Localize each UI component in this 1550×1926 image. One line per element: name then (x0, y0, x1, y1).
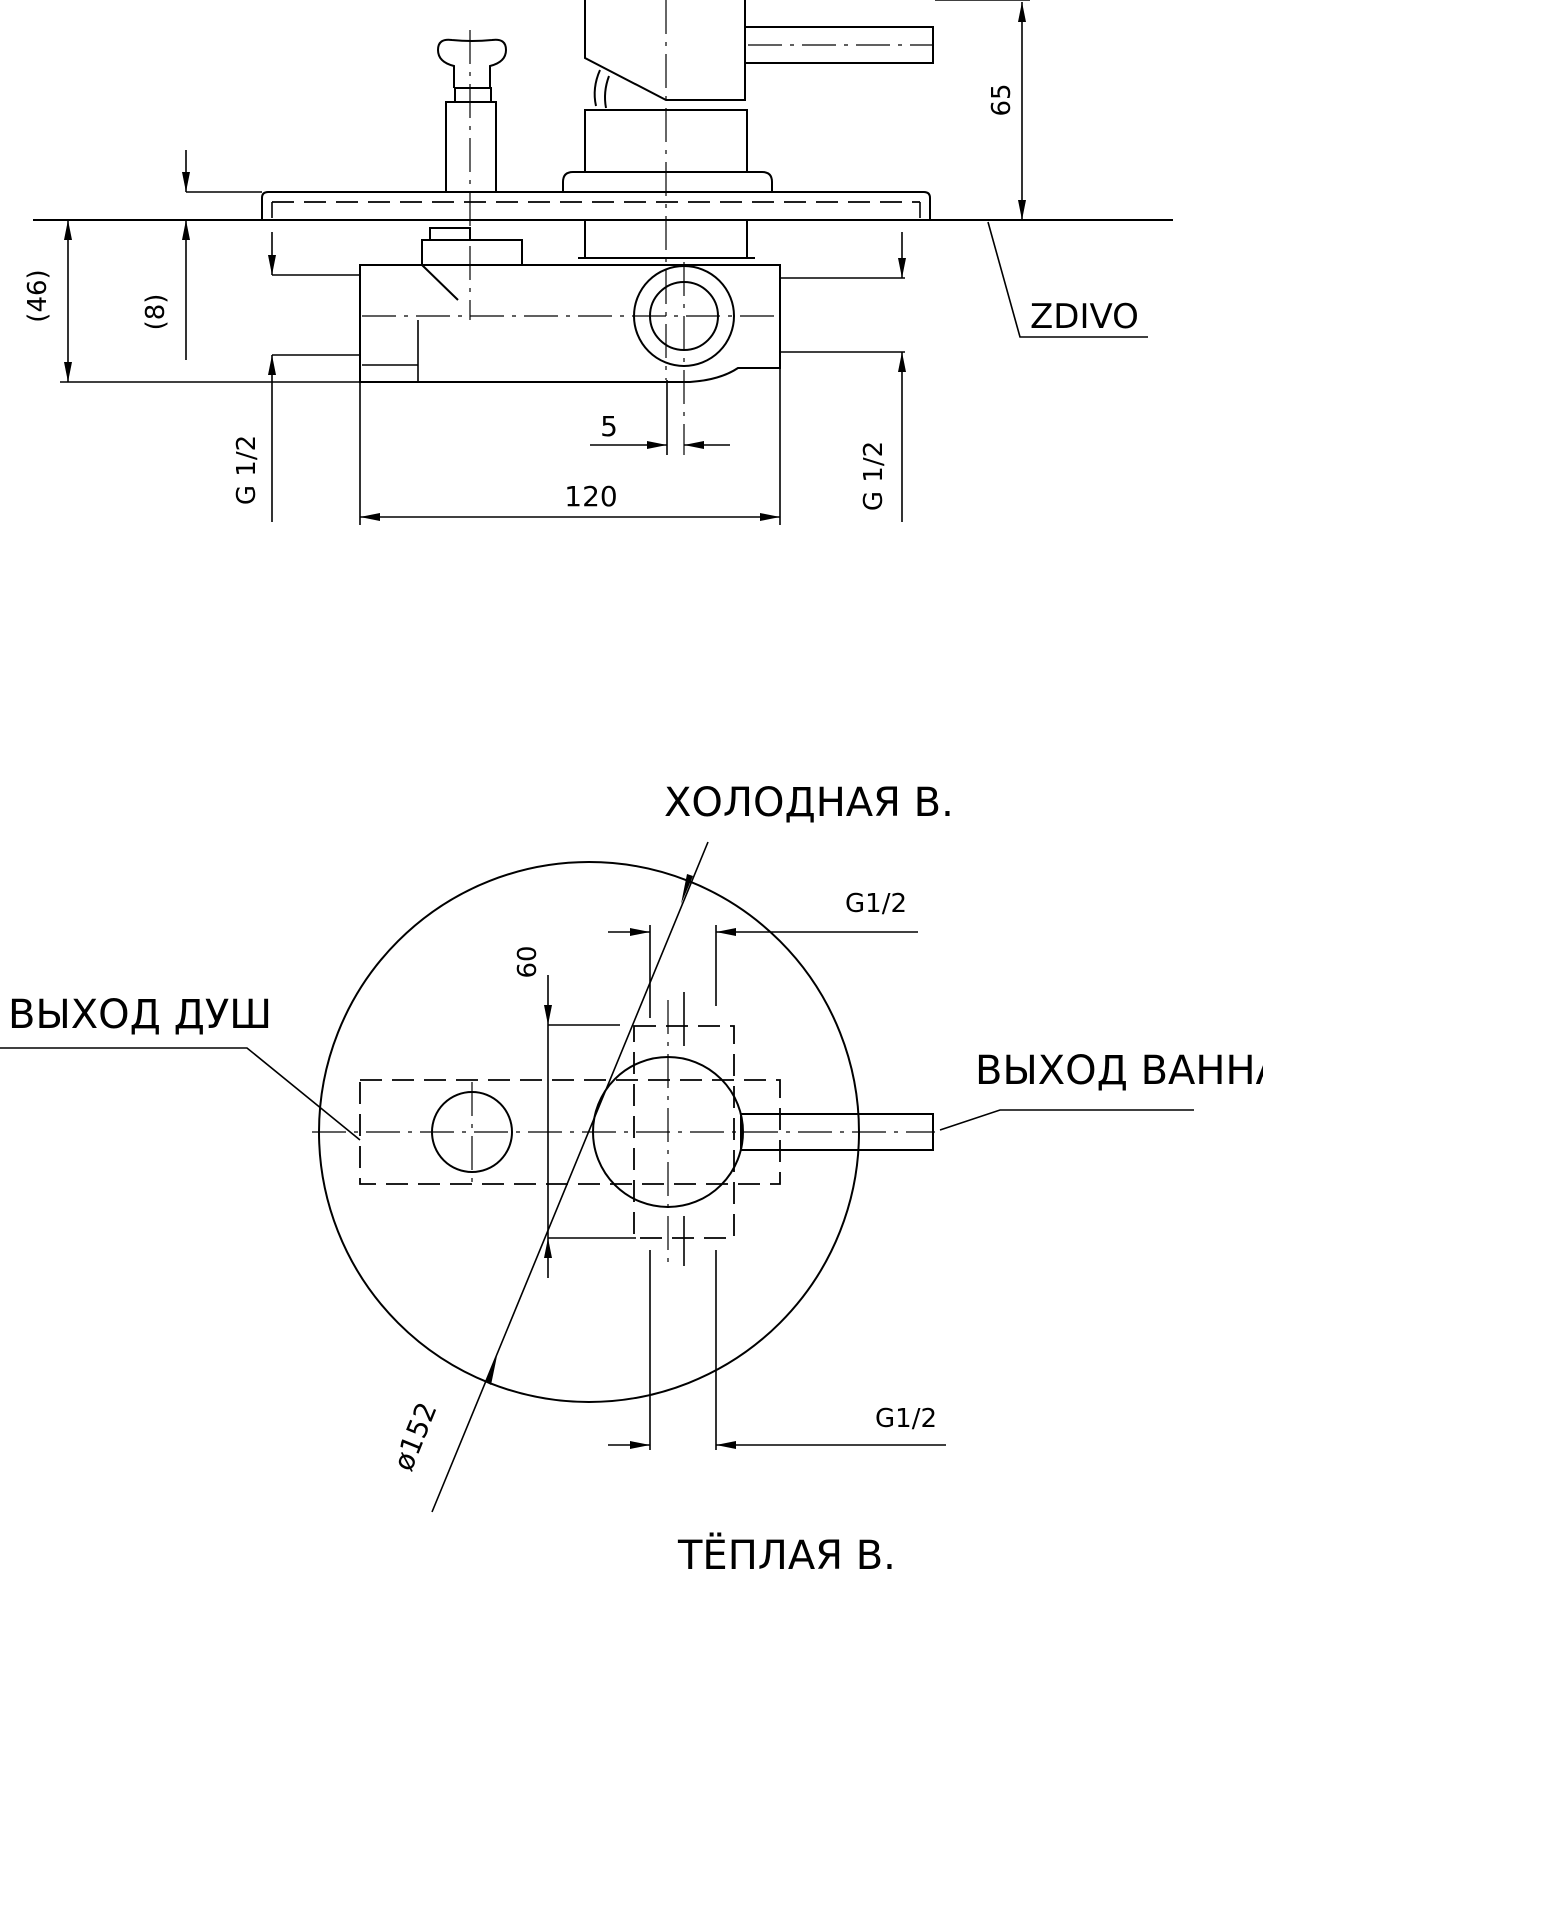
thread-left-label: G 1/2 (232, 435, 262, 505)
diverter-stem (445, 101, 497, 193)
diverter-knob (436, 38, 508, 88)
cold-water-label: ХОЛОДНАЯ В. (664, 780, 954, 826)
side-view: (46) (8) 65 G 1/2 G 1/2 120 5 ZDIVO (23, 0, 1173, 525)
dim-5-label: 5 (600, 410, 618, 443)
front-view: G1/2 G1/2 60 ø152 ХОЛОДНАЯ В. ТЁПЛАЯ В. … (0, 780, 1263, 1569)
dim-60-label: 60 (513, 945, 543, 978)
lever-housing (584, 0, 746, 101)
bath-outlet-leader (939, 1109, 1194, 1131)
wall-label-leader (987, 221, 1148, 338)
hidden-body-horizontal (359, 1079, 781, 1185)
technical-drawing: (46) (8) 65 G 1/2 G 1/2 120 5 ZDIVO (0, 0, 1263, 1569)
shower-outlet-label: ВЫХОД ДУШ (8, 992, 272, 1038)
lever-handle-front (740, 1113, 934, 1151)
diameter-leader (431, 841, 709, 1513)
dim-120-label: 120 (564, 480, 617, 513)
thread-top-label: G1/2 (845, 889, 907, 919)
shower-outlet-leader (0, 1047, 361, 1141)
diverter-seat (421, 239, 523, 266)
cover-plate (261, 191, 931, 220)
dim-8-label: (8) (141, 294, 171, 331)
dim-65-label: 65 (987, 83, 1017, 116)
mixer-body (359, 264, 781, 383)
dim-46-label: (46) (23, 269, 53, 322)
warm-water-label: ТЁПЛАЯ В. (677, 1531, 896, 1569)
diameter-label: ø152 (387, 1398, 444, 1476)
lever-neck (593, 69, 610, 109)
bath-outlet-label: ВЫХОД ВАННА (975, 1048, 1263, 1094)
wall-label: ZDIVO (1030, 297, 1139, 337)
thread-bottom-label: G1/2 (875, 1404, 937, 1434)
diverter-collar (454, 87, 492, 103)
escutcheon-cap (562, 171, 773, 192)
thread-right-label: G 1/2 (859, 441, 889, 511)
